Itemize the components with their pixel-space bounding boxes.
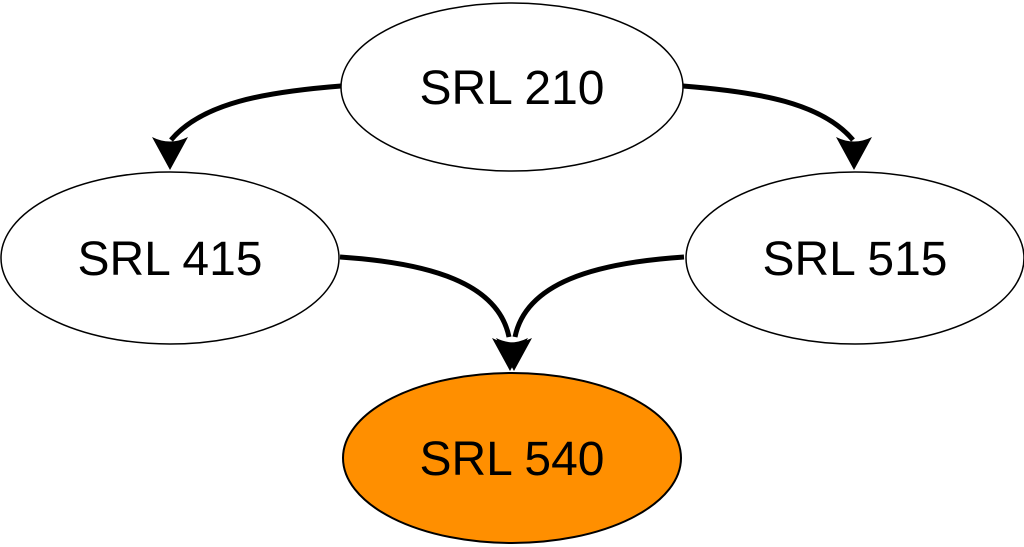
arrowhead-icon [496,338,532,371]
node-srl515-ellipse [685,171,1024,345]
node-srl540-label: SRL 540 [419,433,604,486]
edge-srl415-to-srl540 [339,254,528,371]
node-srl210: SRL 210 [340,2,684,172]
arrowhead-icon [836,137,872,170]
node-srl540-highlighted: SRL 540 [342,372,682,544]
edge-srl210-to-srl415 [152,83,342,170]
edge-line [682,83,855,142]
edge-srl515-to-srl540 [496,254,685,371]
node-srl415-ellipse [0,171,340,345]
node-srl210-label: SRL 210 [419,62,604,115]
edge-line [512,254,685,338]
node-srl515: SRL 515 [685,171,1024,345]
arrowhead-icon [152,137,188,170]
node-srl540-ellipse [342,372,682,544]
edge-line [339,254,512,338]
node-srl415: SRL 415 [0,171,340,345]
edge-srl210-to-srl515 [682,83,872,170]
edge-line [169,83,342,142]
node-srl210-ellipse [340,2,684,172]
node-srl515-label: SRL 515 [762,233,947,286]
node-srl415-label: SRL 415 [77,233,262,286]
